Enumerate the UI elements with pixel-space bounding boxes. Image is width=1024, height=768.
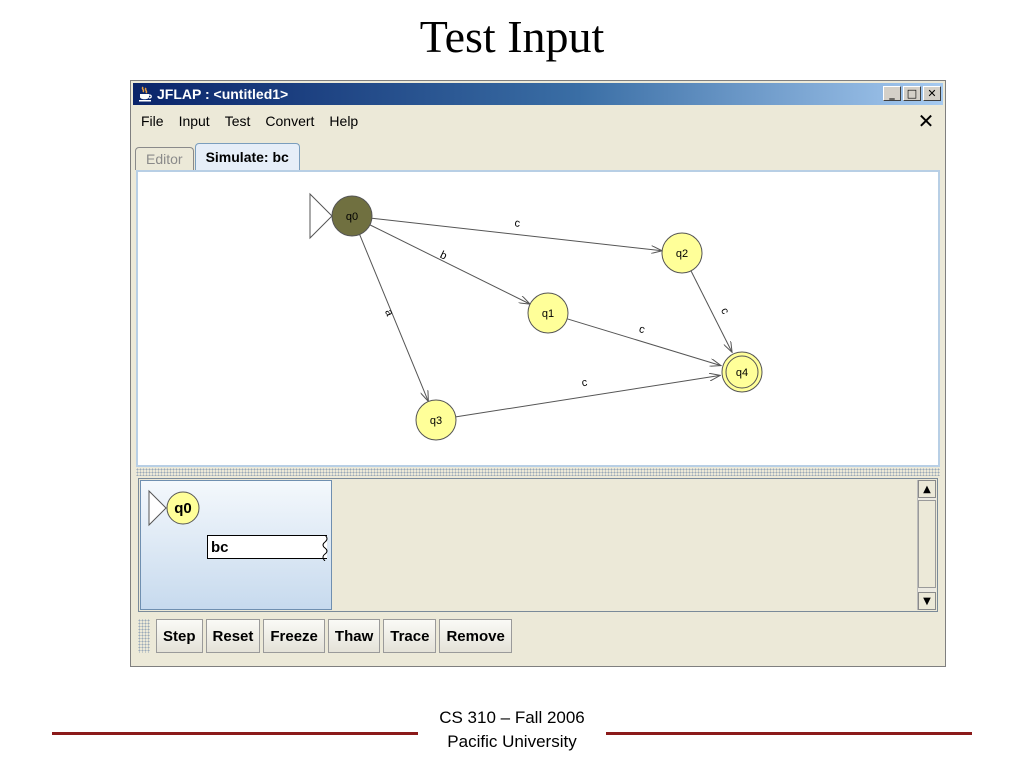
footer-rule-left: [52, 732, 418, 735]
initial-state-arrow: [309, 192, 333, 240]
menu-help[interactable]: Help: [329, 113, 359, 129]
transition-label-q2-q4: c: [718, 306, 731, 317]
transition-q0-q2[interactable]: [371, 217, 662, 251]
initial-state-arrow: [148, 489, 167, 527]
jflap-window: JFLAP : <untitled1> _ □ ✕ File Input Tes…: [130, 80, 946, 667]
split-divider[interactable]: [136, 468, 940, 476]
config-state-circle: [166, 491, 200, 525]
tape-torn-edge-icon: [322, 535, 328, 561]
minimize-button[interactable]: _: [883, 86, 901, 101]
state-label-q1: q1: [542, 308, 554, 320]
menu-file[interactable]: File: [141, 113, 164, 129]
state-circle-q4: [721, 351, 763, 393]
state-q2[interactable]: q2: [661, 232, 703, 274]
config-state-diagram: q0: [148, 489, 200, 527]
automaton-diagram: c b a c c c q0 q1 q2 q3 q4: [309, 192, 763, 441]
title-bar[interactable]: JFLAP : <untitled1> _ □ ✕: [133, 83, 943, 105]
state-label-q4: q4: [736, 367, 748, 379]
java-cup-icon: [137, 86, 153, 102]
scroll-down-icon[interactable]: ▼: [918, 592, 936, 610]
state-label-q3: q3: [430, 415, 442, 427]
step-button[interactable]: Step: [156, 619, 203, 653]
state-q3[interactable]: q3: [415, 399, 457, 441]
simulation-toolbar: Step Reset Freeze Thaw Trace Remove: [138, 616, 938, 656]
transition-label-q0-q2: c: [514, 217, 521, 230]
state-q0[interactable]: q0: [309, 192, 373, 240]
tab-simulate[interactable]: Simulate: bc: [194, 143, 300, 170]
freeze-button[interactable]: Freeze: [263, 619, 325, 653]
vertical-scrollbar[interactable]: ▲ ▼: [917, 480, 936, 610]
footer: CS 310 – Fall 2006 Pacific University: [0, 706, 1024, 754]
toolbar-grip[interactable]: [138, 619, 150, 653]
menu-input[interactable]: Input: [178, 113, 210, 129]
window-title: JFLAP : <untitled1>: [157, 86, 289, 102]
automaton-canvas[interactable]: c b a c c c q0 q1 q2 q3 q4: [136, 170, 940, 467]
tab-strip: Editor Simulate: bc: [135, 143, 301, 170]
configuration-card[interactable]: q0 bc: [140, 480, 332, 610]
state-label-q2: q2: [676, 248, 688, 260]
tab-editor[interactable]: Editor: [135, 147, 194, 170]
transition-label-q3-q4: c: [581, 377, 589, 390]
footer-rule-right: [606, 732, 972, 735]
transition-label-q0-q1: b: [438, 249, 449, 262]
input-tape: bc: [207, 535, 328, 561]
state-label-q0: q0: [346, 211, 358, 223]
menu-bar: File Input Test Convert Help ✕: [133, 108, 943, 134]
state-q4[interactable]: q4: [721, 351, 763, 393]
footer-course: CS 310 – Fall 2006: [439, 708, 585, 727]
configuration-panel: q0 bc ▲ ▼: [138, 478, 938, 612]
transition-q3-q4[interactable]: [455, 375, 721, 418]
reset-button[interactable]: Reset: [205, 619, 261, 653]
scroll-up-icon[interactable]: ▲: [918, 480, 936, 498]
config-state-label: q0: [174, 500, 192, 517]
state-circle-q3: [415, 399, 457, 441]
thaw-button[interactable]: Thaw: [327, 619, 381, 653]
slide-title: Test Input: [419, 11, 605, 62]
state-q1[interactable]: q1: [527, 292, 569, 334]
transition-label-q0-q3: a: [382, 308, 396, 319]
state-circle-q0: [331, 195, 373, 237]
remove-button[interactable]: Remove: [439, 619, 512, 653]
menu-test[interactable]: Test: [224, 113, 251, 129]
trace-button[interactable]: Trace: [383, 619, 437, 653]
close-button[interactable]: ✕: [923, 86, 941, 101]
final-state-ring: [725, 355, 759, 389]
transition-q0-q3[interactable]: [359, 234, 429, 401]
state-circle-q2: [661, 232, 703, 274]
scroll-thumb[interactable]: [918, 500, 936, 588]
transition-q0-q1[interactable]: [369, 224, 530, 304]
transition-q2-q4[interactable]: [690, 270, 732, 352]
close-tab-button[interactable]: ✕: [917, 109, 935, 133]
state-circle-q1: [527, 292, 569, 334]
menu-convert[interactable]: Convert: [265, 113, 315, 129]
maximize-button[interactable]: □: [903, 86, 921, 101]
transition-label-q1-q4: c: [637, 323, 646, 336]
footer-institution: Pacific University: [447, 732, 577, 751]
transition-q1-q4[interactable]: [566, 318, 721, 366]
remaining-input: bc: [211, 538, 229, 556]
